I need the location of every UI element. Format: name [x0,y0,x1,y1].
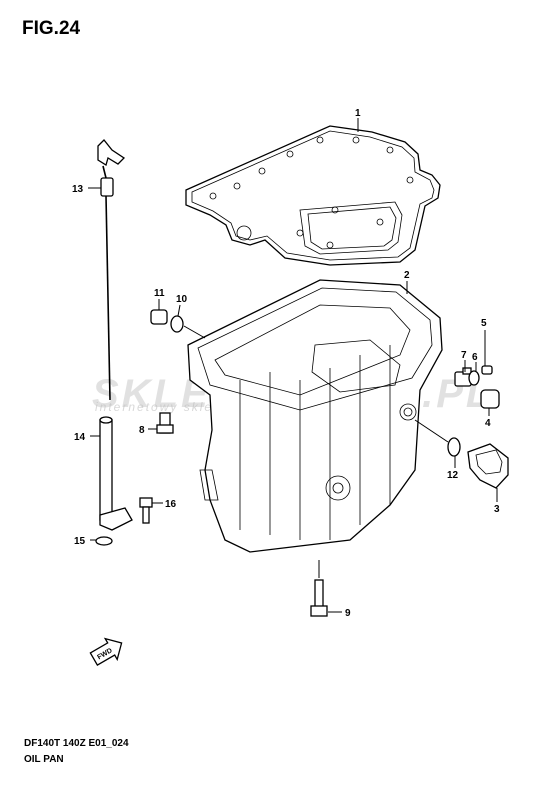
callout-7: 7 [461,350,467,361]
plug-part-5[interactable] [481,365,493,375]
callout-3: 3 [494,504,500,515]
dipstick-part-13[interactable] [97,139,126,401]
plug-part-11[interactable] [150,309,168,325]
washer-part-10[interactable] [170,315,184,333]
model-code: DF140T 140Z E01_024 [24,738,129,749]
callout-13: 13 [72,184,84,195]
callout-11: 11 [154,288,165,299]
callout-6: 6 [472,352,478,363]
callout-1: 1 [355,108,361,119]
cap-part-4[interactable] [480,389,500,409]
callout-14: 14 [74,432,86,443]
drain-plug-part-3[interactable] [467,443,509,489]
callout-8: 8 [139,425,145,436]
o-ring-part-12[interactable] [447,437,461,457]
callout-4: 4 [485,418,491,429]
o-ring-part-15[interactable] [95,536,113,546]
callout-15: 15 [74,536,86,547]
o-ring-part-6[interactable] [468,370,480,386]
bolt-part-8[interactable] [156,412,174,434]
bolt-part-9[interactable] [310,579,328,617]
callout-16: 16 [165,499,177,510]
callout-5: 5 [481,318,487,329]
figure-title: FIG.24 [22,18,81,39]
guide-tube-part-14[interactable] [99,416,133,531]
oil-pan-part-2[interactable] [187,279,443,553]
callout-2: 2 [404,270,410,281]
bolt-part-16[interactable] [139,497,153,524]
callout-10: 10 [176,294,188,305]
callout-12: 12 [447,470,459,481]
fwd-arrow: FWD [89,637,123,666]
gasket-part-1[interactable] [185,125,441,266]
callout-9: 9 [345,608,351,619]
figure-caption: OIL PAN [24,754,64,765]
